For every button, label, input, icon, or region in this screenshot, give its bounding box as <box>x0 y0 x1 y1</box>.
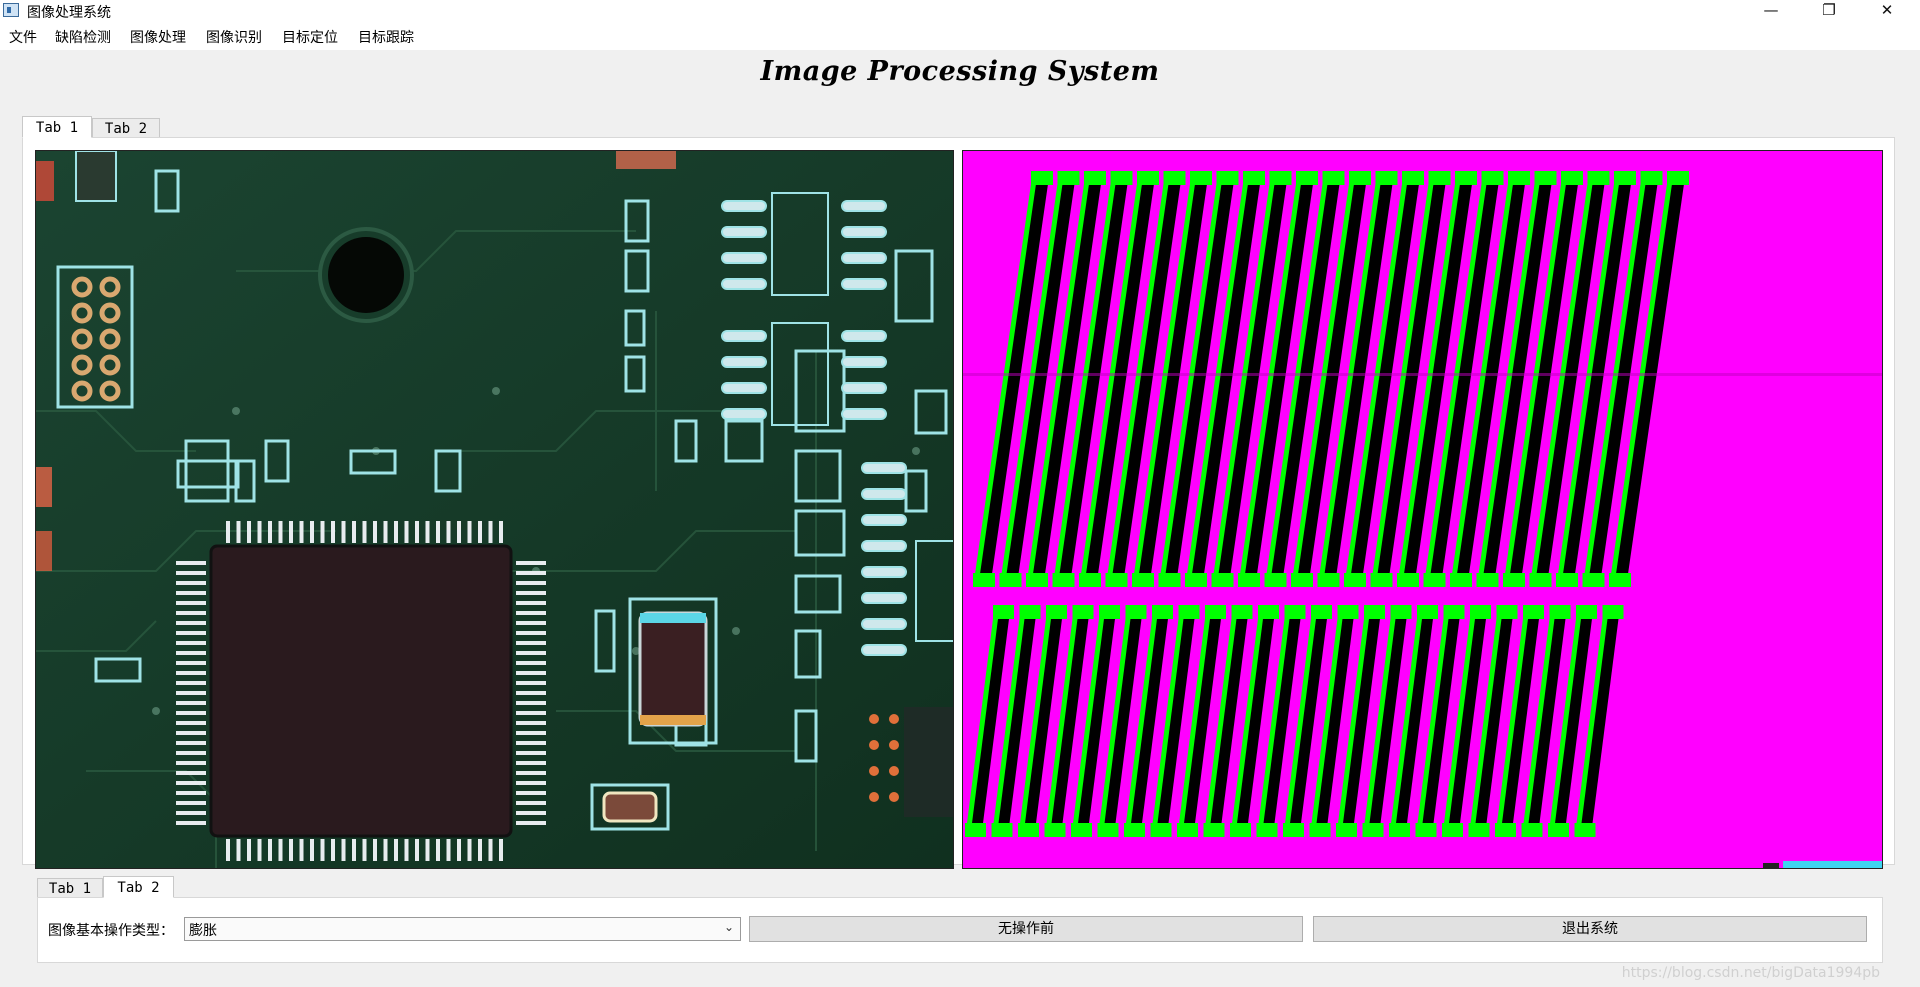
menu-image-process[interactable]: 图像处理 <box>130 30 186 46</box>
processed-output-image <box>962 150 1883 869</box>
window-title: 图像处理系统 <box>27 5 111 21</box>
pcb-original-image <box>35 150 954 869</box>
watermark: https://blog.csdn.net/bigData1994pb <box>1621 965 1880 981</box>
title-bar: 图像处理系统 — ❐ ✕ <box>0 0 1920 22</box>
tab-top-2[interactable]: Tab 2 <box>92 118 160 138</box>
tab-bottom-1[interactable]: Tab 1 <box>37 878 103 898</box>
chevron-down-icon: ⌄ <box>723 920 734 934</box>
tab-bottom-2[interactable]: Tab 2 <box>103 876 174 898</box>
app-icon <box>3 3 19 17</box>
op-type-select[interactable]: 膨胀 ⌄ <box>184 917 741 941</box>
tab-top-1[interactable]: Tab 1 <box>22 116 92 138</box>
exit-button[interactable]: 退出系统 <box>1313 916 1867 942</box>
menu-target-locate[interactable]: 目标定位 <box>282 30 338 46</box>
close-button[interactable]: ✕ <box>1880 1 1894 19</box>
menu-file[interactable]: 文件 <box>9 30 37 46</box>
menu-defect-detect[interactable]: 缺陷检测 <box>55 30 111 46</box>
page-title: Image Processing System <box>760 56 1160 87</box>
menu-target-track[interactable]: 目标跟踪 <box>358 30 414 46</box>
no-op-button[interactable]: 无操作前 <box>749 916 1303 942</box>
minimize-button[interactable]: — <box>1763 1 1779 19</box>
op-type-label: 图像基本操作类型： <box>48 923 174 939</box>
restore-button[interactable]: ❐ <box>1822 1 1836 19</box>
op-type-value: 膨胀 <box>189 923 217 939</box>
menu-image-recognize[interactable]: 图像识别 <box>206 30 262 46</box>
menu-bar: 文件 缺陷检测 图像处理 图像识别 目标定位 目标跟踪 <box>0 22 1920 51</box>
